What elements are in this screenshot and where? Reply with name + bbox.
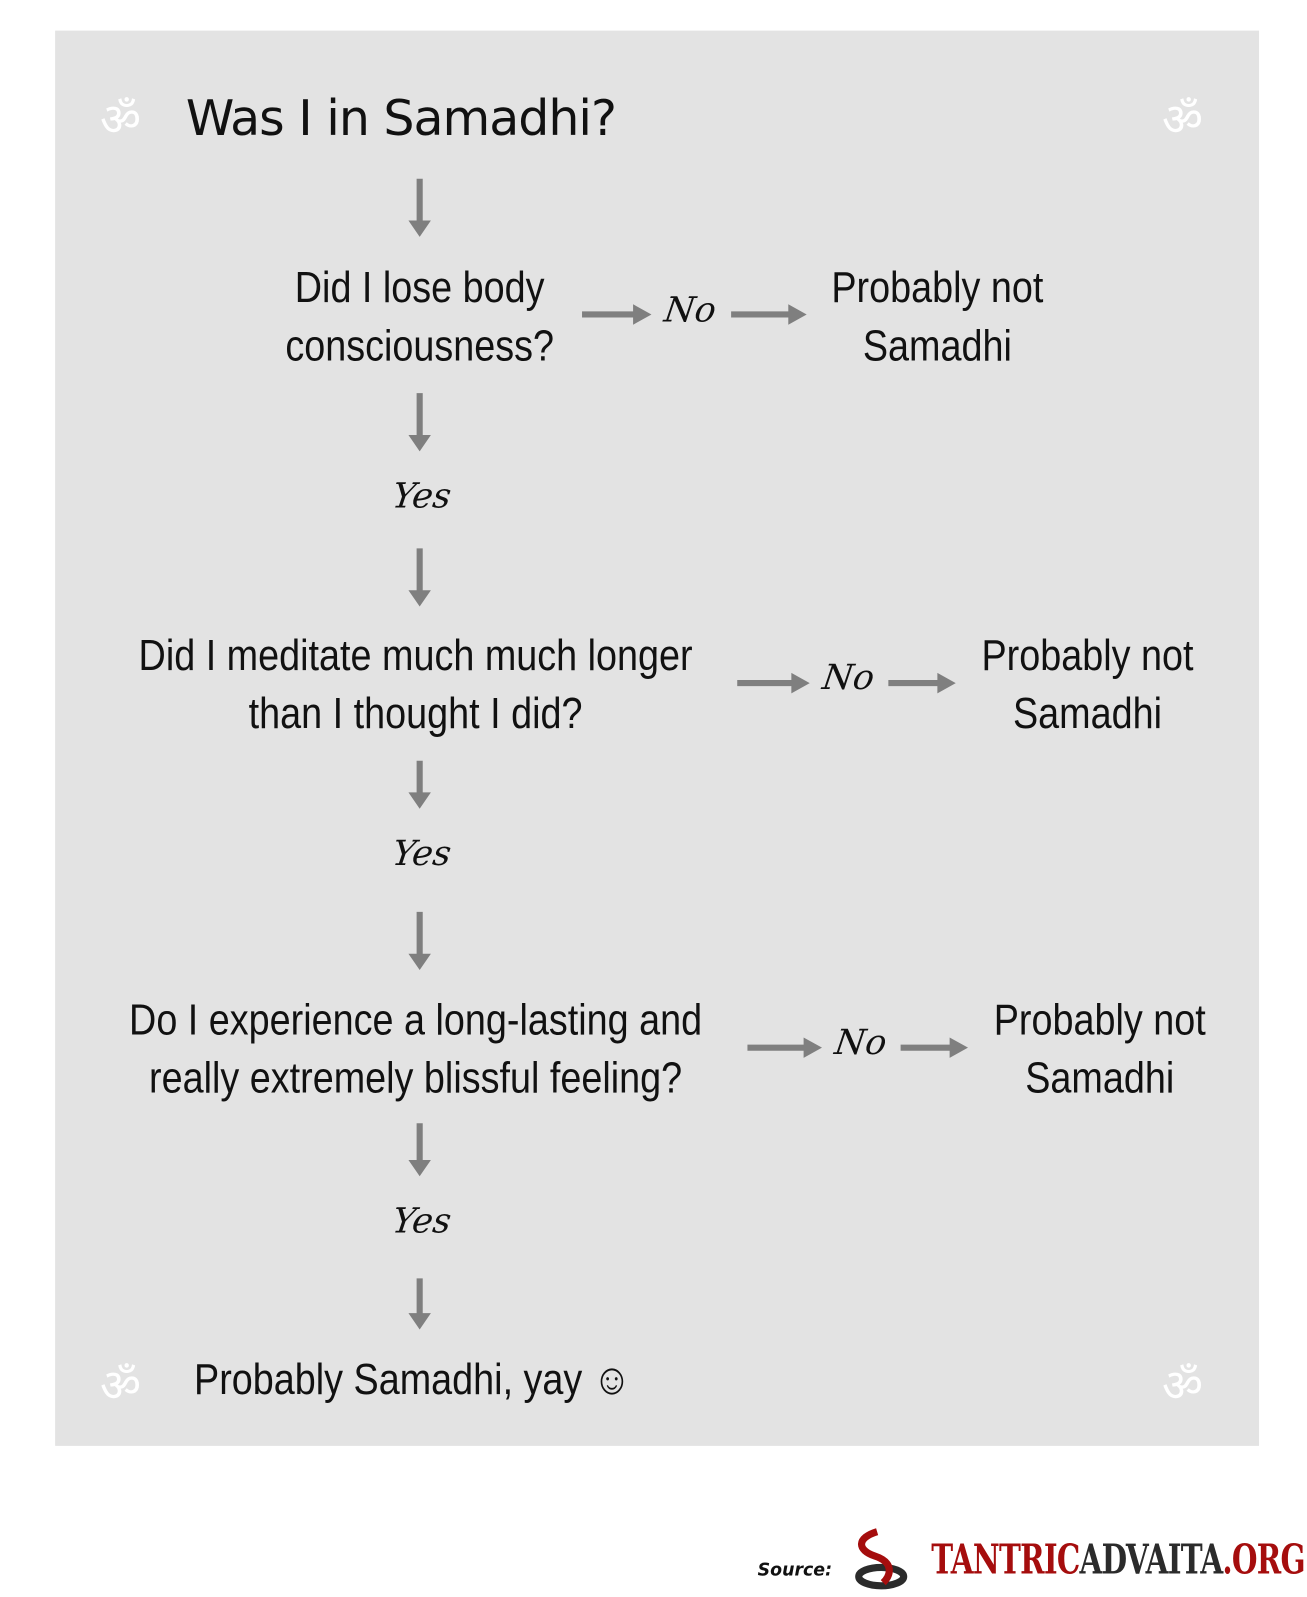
right-arrow-icon (888, 672, 956, 694)
right-arrow-icon (731, 304, 807, 325)
down-arrow-icon (408, 548, 431, 607)
brand-part: ADVAITA (1079, 1535, 1224, 1584)
right-arrow-icon (582, 304, 652, 325)
down-arrow-icon (408, 178, 431, 237)
flowchart-panel (55, 30, 1260, 1446)
brand-part: .ORG (1222, 1535, 1305, 1584)
down-arrow-icon (408, 1278, 431, 1330)
right-arrow-icon (747, 1037, 822, 1058)
om-icon: ॐ (99, 93, 141, 147)
question-3: Do I experience a long-lasting and reall… (129, 991, 702, 1107)
brand-part: TANTRIC (931, 1535, 1080, 1584)
result-line: Samadhi (862, 321, 1012, 371)
down-arrow-icon (408, 911, 431, 971)
right-arrow-icon (737, 672, 810, 694)
result-line: Samadhi (1025, 1053, 1175, 1103)
final-result: Probably Samadhi, yay ☺ (194, 1354, 632, 1405)
no-result-1: Probably not Samadhi (831, 259, 1043, 375)
om-icon: ॐ (99, 1360, 141, 1413)
down-arrow-icon (408, 760, 431, 809)
question-2: Did I meditate much much longer than I t… (139, 627, 693, 743)
om-icon: ॐ (1161, 93, 1203, 147)
down-arrow-icon (408, 1123, 431, 1177)
question-line: Did I lose body (294, 263, 545, 313)
tantric-advaita-logo-icon (855, 1528, 908, 1590)
question-line: Do I experience a long-lasting and (129, 995, 703, 1045)
question-line: consciousness? (285, 321, 555, 371)
question-line: than I thought I did? (248, 689, 583, 739)
question-1: Did I lose body consciousness? (285, 259, 554, 375)
page-title: Was I in Samadhi? (185, 89, 617, 148)
result-line: Probably not (831, 263, 1044, 313)
question-line: really extremely blissful feeling? (149, 1053, 683, 1103)
question-line: Did I meditate much much longer (138, 631, 693, 681)
no-result-2: Probably not Samadhi (981, 627, 1193, 743)
no-result-3: Probably not Samadhi (994, 991, 1206, 1107)
brand-name: TANTRICADVAITA.ORG (931, 1536, 1305, 1584)
down-arrow-icon (408, 393, 431, 452)
right-arrow-icon (900, 1037, 969, 1058)
om-icon: ॐ (1161, 1360, 1203, 1413)
result-line: Samadhi (1012, 689, 1162, 739)
result-line: Probably not (993, 995, 1206, 1045)
source-label: Source: (757, 1560, 833, 1581)
result-line: Probably not (981, 631, 1194, 681)
